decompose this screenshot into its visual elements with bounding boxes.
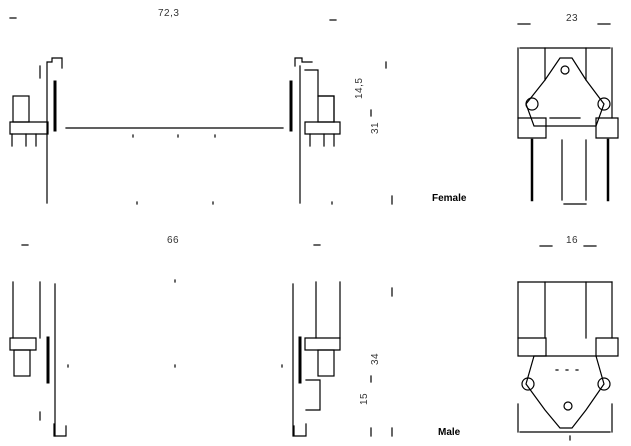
left-screw-base xyxy=(517,117,547,139)
left-screw-head xyxy=(13,349,31,377)
right-screw xyxy=(597,377,611,391)
female-side-width-label: 23 xyxy=(566,13,579,24)
right-screw-base xyxy=(304,121,341,135)
left-screw-head xyxy=(12,95,30,123)
left-screw-base xyxy=(9,337,37,351)
right-bracket-step xyxy=(305,379,321,411)
right-screw xyxy=(597,97,611,111)
d-sub-shell xyxy=(525,57,605,127)
right-screw-head xyxy=(317,349,335,377)
female-overall-width-label: 72,3 xyxy=(158,8,180,19)
left-screw xyxy=(521,377,535,391)
male-side-width-label: 16 xyxy=(566,235,579,246)
male-variant-label: Male xyxy=(438,427,461,438)
left-bracket-bottom xyxy=(53,423,67,437)
right-bracket-top xyxy=(294,57,313,67)
female-variant-label: Female xyxy=(432,193,467,204)
male-side-view xyxy=(517,245,619,441)
d-sub-shell xyxy=(525,355,605,429)
female-front-view xyxy=(9,17,393,205)
right-screw-base xyxy=(595,337,619,357)
right-screw-base xyxy=(304,337,341,351)
female-side-view xyxy=(517,23,619,205)
mount-hole xyxy=(563,401,573,411)
mount-hole xyxy=(560,65,570,75)
left-screw-base xyxy=(9,121,49,135)
left-bracket-top xyxy=(47,57,63,69)
right-screw-base xyxy=(595,117,619,139)
left-screw xyxy=(525,97,539,111)
male-front-view xyxy=(9,244,393,437)
right-bracket-bottom xyxy=(293,423,307,437)
left-screw-base xyxy=(517,337,547,357)
male-overall-width-label: 66 xyxy=(167,235,180,246)
right-screw-head xyxy=(317,95,335,123)
